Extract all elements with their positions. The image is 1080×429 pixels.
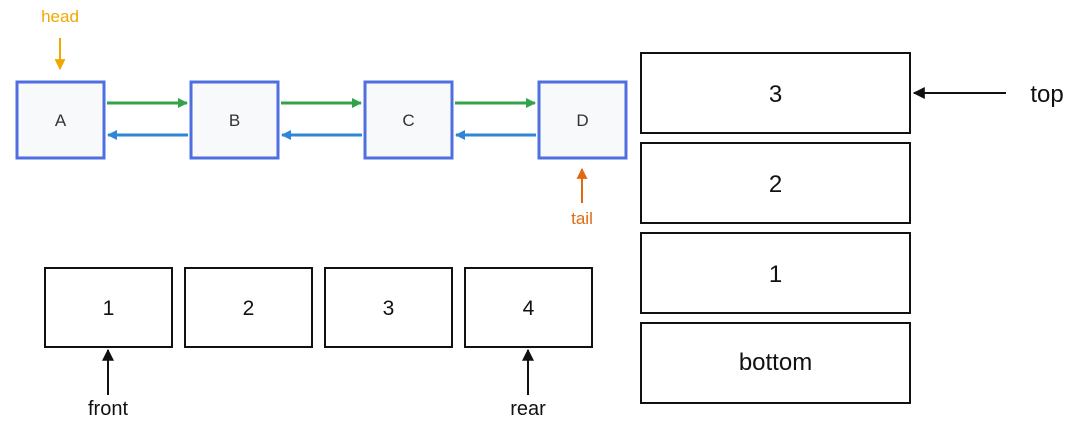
list-node-a: A <box>15 80 106 160</box>
stack-cell-value: 3 <box>769 81 782 108</box>
stack-cell-value: bottom <box>739 349 812 376</box>
stack-cell-2: 2 <box>640 142 911 224</box>
list-node-b: B <box>189 80 280 160</box>
queue-cell-value: 2 <box>243 297 255 320</box>
list-node-c: C <box>363 80 454 160</box>
node-label: C <box>402 111 414 130</box>
node-label: B <box>229 111 240 130</box>
stack-cell-bottom: bottom <box>640 322 911 404</box>
queue-cell-4: 4 <box>464 267 593 348</box>
head-label: head <box>41 7 79 26</box>
rear-label: rear <box>510 398 546 420</box>
queue-cell-value: 1 <box>103 297 115 320</box>
stack-cell-value: 1 <box>769 261 782 288</box>
node-label: A <box>55 111 67 130</box>
stack-cell-top: 3 <box>640 52 911 134</box>
list-node-d: D <box>537 80 628 160</box>
node-label: D <box>576 111 588 130</box>
queue-cell-2: 2 <box>184 267 313 348</box>
queue: 1 2 3 4 front rear <box>44 267 593 420</box>
stack-cell-1: 1 <box>640 232 911 314</box>
front-label: front <box>88 398 128 420</box>
queue-cell-value: 3 <box>383 297 395 320</box>
stack: 3 2 1 bottom top <box>640 52 1064 404</box>
stack-cell-value: 2 <box>769 171 782 198</box>
top-label: top <box>1030 81 1063 108</box>
queue-cell-3: 3 <box>324 267 453 348</box>
tail-label: tail <box>571 209 593 228</box>
queue-cell-value: 4 <box>523 297 535 320</box>
queue-cell-1: 1 <box>44 267 173 348</box>
linked-list: head A B C D tail <box>15 7 628 228</box>
